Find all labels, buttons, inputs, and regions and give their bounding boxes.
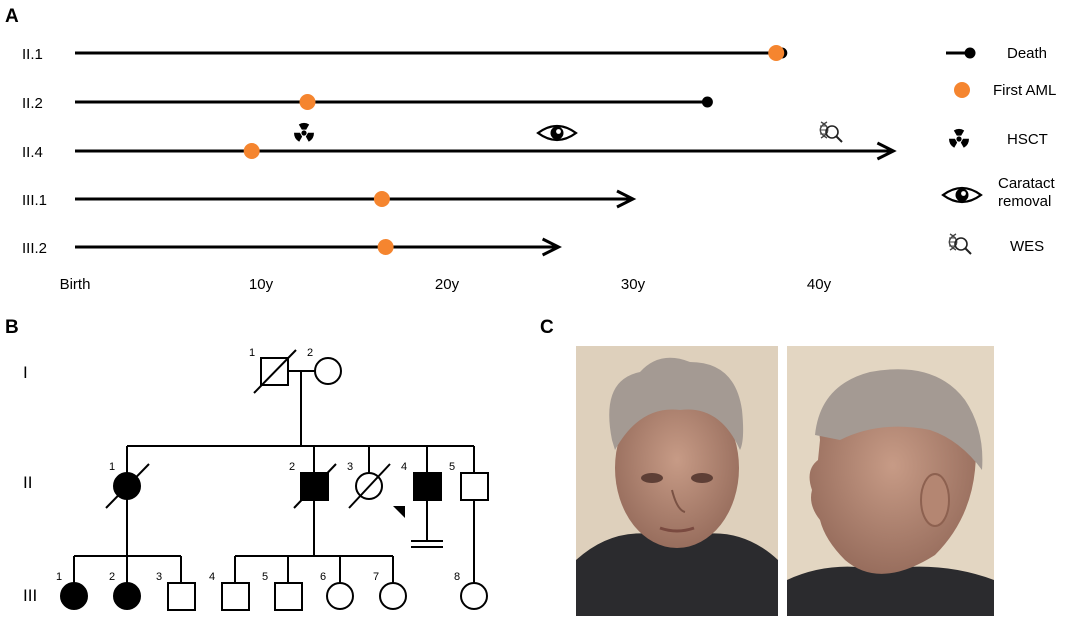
legend-eye-icon xyxy=(941,186,983,204)
legend-cataract-label-line1: Caratact xyxy=(998,175,1056,192)
proband-arrow-icon xyxy=(393,506,405,518)
arrowhead-iii-1 xyxy=(616,189,637,209)
number-iii-1: 1 xyxy=(56,571,62,583)
eye-icon xyxy=(536,124,578,142)
number-iii-2: 2 xyxy=(109,571,115,583)
timeline-row-ii-2: II.2 xyxy=(22,94,713,112)
panel-letter-b: B xyxy=(5,317,19,338)
first-aml-marker-iii-2 xyxy=(377,239,394,255)
number-iii-8: 8 xyxy=(454,571,460,583)
number-ii-4: 4 xyxy=(401,461,407,473)
wes-icon xyxy=(819,121,843,143)
row-label-ii-2: II.2 xyxy=(22,95,43,112)
tick-label-10y: 10y xyxy=(249,276,274,293)
individual-ii-4 xyxy=(413,472,442,501)
individual-iii-8 xyxy=(460,582,488,610)
individual-iii-1 xyxy=(60,582,88,610)
death-marker-ii-2 xyxy=(701,96,713,108)
number-i-1: 1 xyxy=(249,347,255,359)
legend: Death First AML HSCT Caratact removal WE… xyxy=(941,45,1056,255)
generation-label-i: I xyxy=(23,363,28,382)
photo-frontal xyxy=(576,346,778,616)
legend-first-aml-label: First AML xyxy=(993,82,1056,99)
first-aml-marker-ii-1 xyxy=(768,45,785,61)
arrowhead-iii-2 xyxy=(541,237,562,257)
timeline-row-ii-4: II.4 xyxy=(22,141,897,161)
arrowhead-ii-4 xyxy=(876,141,897,161)
timeline-row-iii-1: III.1 xyxy=(22,189,637,209)
row-label-ii-1: II.1 xyxy=(22,46,43,63)
legend-hsct-icon xyxy=(949,129,969,148)
generation-label-ii: II xyxy=(23,473,32,492)
individual-ii-5 xyxy=(460,472,489,501)
tick-label-20y: 20y xyxy=(435,276,460,293)
number-iii-4: 4 xyxy=(209,571,215,583)
number-iii-3: 3 xyxy=(156,571,162,583)
individual-iii-3 xyxy=(167,582,196,611)
tick-label-40y: 40y xyxy=(807,276,832,293)
number-iii-7: 7 xyxy=(373,571,379,583)
number-ii-1: 1 xyxy=(109,461,115,473)
number-iii-6: 6 xyxy=(320,571,326,583)
legend-cataract-label-line2: removal xyxy=(998,193,1051,210)
tick-label-birth: Birth xyxy=(60,276,91,293)
individual-iii-4 xyxy=(221,582,250,611)
panel-letter-a: A xyxy=(5,6,19,27)
number-ii-5: 5 xyxy=(449,461,455,473)
legend-hsct-label: HSCT xyxy=(1007,131,1048,148)
individual-ii-2 xyxy=(293,463,337,509)
legend-first-aml-symbol xyxy=(954,82,970,98)
number-iii-5: 5 xyxy=(262,571,268,583)
generation-label-iii: III xyxy=(23,586,37,605)
number-ii-3: 3 xyxy=(347,461,353,473)
legend-wes-icon xyxy=(948,233,972,255)
number-i-2: 2 xyxy=(307,347,313,359)
individual-iii-6 xyxy=(326,582,354,610)
individual-iii-5 xyxy=(274,582,303,611)
tick-label-30y: 30y xyxy=(621,276,646,293)
legend-death-label: Death xyxy=(1007,45,1047,62)
first-aml-marker-iii-1 xyxy=(373,191,390,207)
number-ii-2: 2 xyxy=(289,461,295,473)
legend-wes-label: WES xyxy=(1010,238,1044,255)
age-axis: Birth 10y 20y 30y 40y xyxy=(60,276,832,293)
panel-letter-c: C xyxy=(540,317,554,338)
individual-iii-7 xyxy=(379,582,407,610)
row-label-ii-4: II.4 xyxy=(22,144,43,161)
timeline-row-iii-2: III.2 xyxy=(22,237,562,257)
individual-ii-3 xyxy=(348,463,391,509)
timeline-row-ii-1: II.1 xyxy=(22,45,788,63)
row-label-iii-1: III.1 xyxy=(22,192,47,209)
first-aml-marker-ii-2 xyxy=(299,94,316,110)
hsct-icon xyxy=(294,123,314,142)
individual-i-2 xyxy=(314,357,342,385)
row-label-iii-2: III.2 xyxy=(22,240,47,257)
first-aml-marker-ii-4 xyxy=(243,143,260,159)
legend-death-symbol xyxy=(946,47,976,59)
photo-profile xyxy=(787,346,994,616)
pedigree: I II III xyxy=(23,347,489,611)
individual-iii-2 xyxy=(113,582,141,610)
